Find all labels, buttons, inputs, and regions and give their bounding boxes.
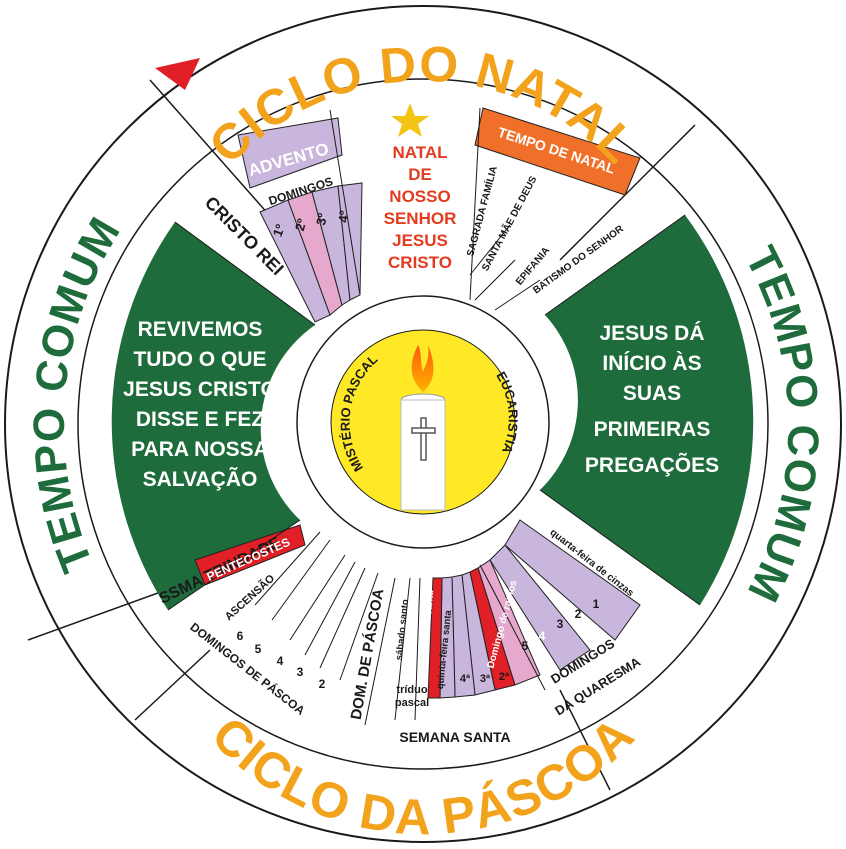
right-line: PREGAÇÕES bbox=[585, 453, 719, 477]
advent-sunday-4: 4º bbox=[336, 210, 352, 223]
advento-band bbox=[237, 117, 343, 189]
left-line: JESUS CRISTO bbox=[123, 378, 277, 401]
right-line: PRIMEIRAS bbox=[594, 418, 711, 441]
lent-sunday-2: 2 bbox=[575, 607, 582, 621]
triduo-pascal-label: tríduo bbox=[396, 684, 427, 696]
candle-icon bbox=[400, 345, 446, 511]
star-icon bbox=[391, 103, 429, 137]
inner-spokes bbox=[167, 107, 701, 726]
semana-santa-label: SEMANA SANTA bbox=[399, 729, 510, 745]
natal-line: NOSSO bbox=[389, 187, 450, 206]
right-line: INÍCIO ÀS bbox=[602, 352, 701, 375]
advent-sunday-3: 3º bbox=[313, 212, 330, 227]
easter-sunday-3: 3 bbox=[297, 665, 304, 679]
red-arrow-icon bbox=[155, 58, 200, 90]
left-ordinary-text: REVIVEMOS TUDO O QUE JESUS CRISTO DISSE … bbox=[123, 318, 277, 491]
right-green-sector bbox=[540, 215, 754, 605]
left-line: DISSE E FEZ bbox=[136, 408, 265, 431]
left-line: PARA NOSSA bbox=[131, 438, 269, 461]
natal-line: DE bbox=[408, 165, 432, 184]
easter-sunday-4: 4 bbox=[277, 654, 284, 668]
right-line: JESUS DÁ bbox=[599, 322, 704, 345]
left-green-sector bbox=[111, 222, 315, 610]
left-line: TUDO O QUE bbox=[133, 348, 266, 371]
lent-week-3: 3ª bbox=[480, 673, 491, 685]
natal-line: CRISTO bbox=[388, 253, 452, 272]
natal-line: SENHOR bbox=[384, 209, 457, 228]
natal-line: JESUS bbox=[392, 231, 448, 250]
triduo-pascal-label-2: pascal bbox=[395, 697, 429, 709]
right-ordinary-text: JESUS DÁ INÍCIO ÀS SUAS PRIMEIRAS PREGAÇ… bbox=[585, 322, 719, 477]
lent-week-4: 4ª bbox=[460, 673, 471, 685]
natal-text: NATAL DE NOSSO SENHOR JESUS CRISTO bbox=[384, 143, 457, 272]
easter-sunday-2: 2 bbox=[319, 677, 326, 691]
left-line: SALVAÇÃO bbox=[143, 468, 258, 491]
lent-sectors bbox=[427, 519, 641, 699]
pentecostes-band bbox=[194, 524, 306, 586]
left-line: REVIVEMOS bbox=[138, 318, 263, 341]
lent-sunday-3: 3 bbox=[557, 617, 564, 631]
easter-sunday-6: 6 bbox=[237, 629, 244, 643]
advent-sunday-1: 1º bbox=[270, 222, 288, 239]
natal-line: NATAL bbox=[392, 143, 447, 162]
easter-sunday-5: 5 bbox=[255, 642, 262, 656]
right-line: SUAS bbox=[623, 382, 681, 405]
lent-sunday-5: 5 bbox=[522, 639, 529, 653]
lent-week-2: 2ª bbox=[499, 671, 510, 683]
lent-sunday-1: 1 bbox=[593, 597, 600, 611]
lent-sunday-4: 4 bbox=[539, 629, 546, 643]
advent-sunday-2: 2º bbox=[292, 217, 310, 233]
tempo-de-natal-band bbox=[474, 107, 641, 196]
